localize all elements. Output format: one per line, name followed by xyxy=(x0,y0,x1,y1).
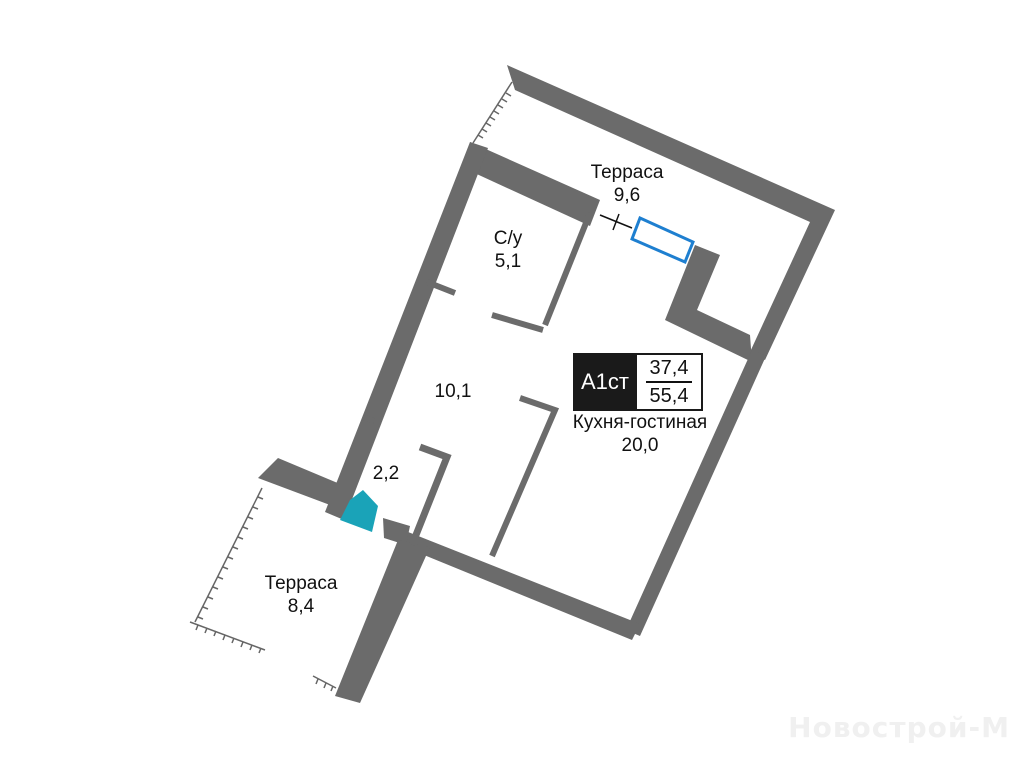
window-top xyxy=(630,215,695,264)
wall-top xyxy=(468,142,600,226)
room-bathroom: С/у 5,1 xyxy=(476,227,540,273)
door-tick xyxy=(599,213,633,231)
wall-bathroom-stub xyxy=(425,279,457,296)
watermark: Новострой-М xyxy=(788,711,1010,744)
wall-closet-left xyxy=(361,414,376,424)
walls xyxy=(258,65,835,703)
wall-terrace-divider xyxy=(335,540,430,703)
wall-bathroom-right xyxy=(542,211,593,327)
room-area: 10,1 xyxy=(434,381,472,402)
apartment-code: А1ст xyxy=(573,353,637,411)
room-terrace-bottom: Терраса 8,4 xyxy=(256,572,346,618)
wall-kitchen-partition xyxy=(489,395,560,558)
room-name: Терраса xyxy=(590,162,664,183)
terrace-railing-top xyxy=(472,81,513,144)
room-terrace-top: Терраса 9,6 xyxy=(582,161,672,207)
room-area: 9,6 xyxy=(613,185,641,206)
wall-balcony-niche xyxy=(665,245,752,362)
apartment-badge: А1ст 37,4 55,4 xyxy=(573,353,703,411)
room-kitchen-living: Кухня-гостиная 20,0 xyxy=(555,411,725,457)
room-name: Кухня-гостиная xyxy=(572,412,708,433)
terrace-railing-left xyxy=(194,487,264,623)
apartment-areas: 37,4 55,4 xyxy=(637,353,703,411)
room-hallway: 10,1 xyxy=(423,380,483,403)
living-area: 37,4 xyxy=(649,357,689,380)
room-area: 2,2 xyxy=(372,463,400,484)
wall-pillar xyxy=(383,518,410,545)
room-area: 8,4 xyxy=(287,596,315,617)
partitions xyxy=(361,211,593,558)
terrace-railing-bottom xyxy=(189,621,337,692)
wall-right xyxy=(626,350,766,636)
area-divider xyxy=(646,381,692,383)
room-area: 20,0 xyxy=(621,435,659,456)
room-name: С/у xyxy=(493,228,523,249)
room-area: 5,1 xyxy=(494,251,522,272)
wall-left xyxy=(325,142,488,520)
wall-terrace-left-top xyxy=(258,458,340,505)
wall-bottom xyxy=(398,528,640,640)
wall-terrace-outer xyxy=(507,65,835,360)
room-name: Терраса xyxy=(264,573,338,594)
wall-closet-top xyxy=(408,443,452,547)
total-area: 55,4 xyxy=(649,384,689,407)
entrance-marker xyxy=(340,490,378,532)
room-closet: 2,2 xyxy=(360,462,412,485)
wall-bathroom-bottom xyxy=(491,312,544,333)
